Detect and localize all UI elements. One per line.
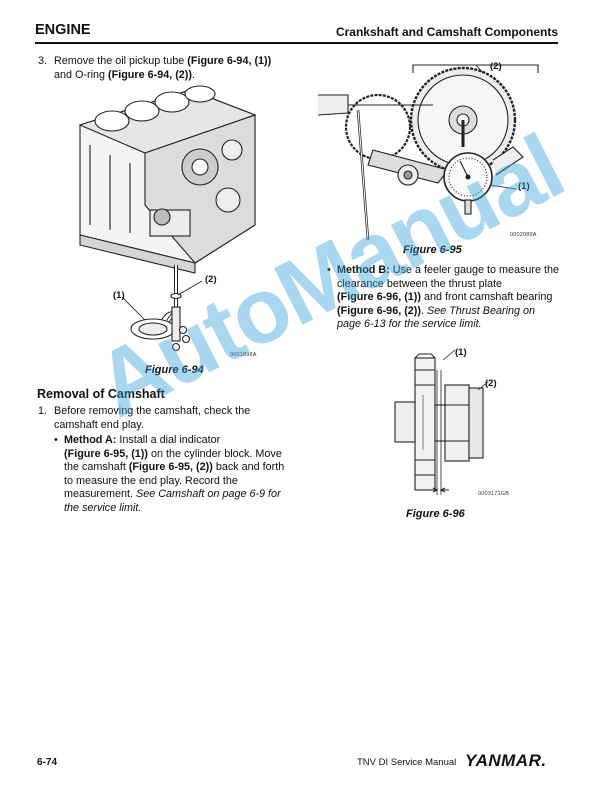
figure-6-94-callout-1: (1) [113,290,125,301]
figure-6-96-illustration [394,349,489,495]
step3-number: 3. [38,55,48,67]
figure-6-94-caption: Figure 6-94 [145,364,204,376]
brand-logo: YANMAR. [465,751,547,770]
figure-6-94-illustration [78,85,257,352]
figure-6-96-callout-2: (2) [485,378,497,389]
figure-6-95-caption: Figure 6-95 [403,244,462,256]
topic-title: Crankshaft and Camshaft Components [335,25,558,39]
page-number: 6-74 [37,757,58,768]
section-title: ENGINE [35,22,91,38]
figure-6-96-code: 0003171GB [478,491,510,497]
figure-6-95-callout-2: (2) [490,61,502,72]
figure-6-95-illustration [317,64,539,241]
header-rule [35,42,558,44]
figure-6-94-callout-2: (2) [205,274,217,285]
figure-6-96-callout-1: (1) [455,347,467,358]
figure-6-95-callout-1: (1) [518,181,530,192]
method-b-paragraph: Method B: Use a feeler gauge to measure … [327,264,577,332]
section-heading: Removal of Camshaft [37,387,165,401]
step3-text: Remove the oil pickup tube (Figure 6-94,… [54,55,272,81]
manual-title: TNV DI Service Manual [357,757,457,768]
figure-6-96-caption: Figure 6-96 [406,508,465,520]
figure-6-95-code: 0002089A [510,232,537,238]
step1-number: 1. [38,405,48,417]
figure-6-94-code: 0001898A [230,352,257,358]
method-a-paragraph: Method A: Install a dial indicator (Figu… [54,434,314,516]
